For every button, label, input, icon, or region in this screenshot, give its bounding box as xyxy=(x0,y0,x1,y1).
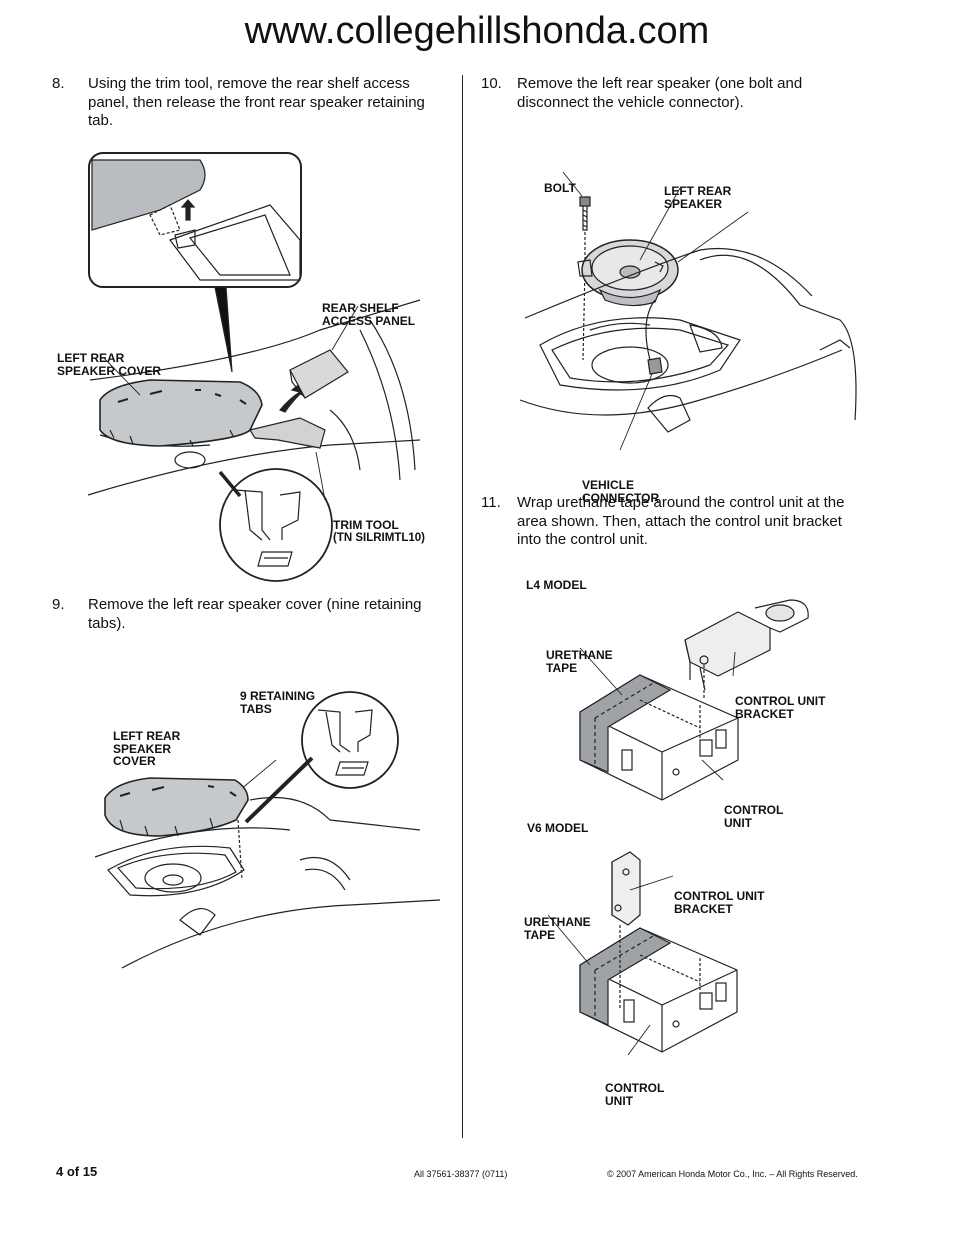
step-text-line: into the control unit. xyxy=(517,531,648,548)
step-number: 11. xyxy=(481,494,501,511)
step-text-line: tabs). xyxy=(88,614,126,632)
page-header-url: www.collegehillshonda.com xyxy=(244,10,710,52)
step-text-line: area shown. Then, attach the control uni… xyxy=(517,512,842,530)
step-text-line: panel, then release the front rear speak… xyxy=(88,93,425,111)
column-divider xyxy=(462,75,463,1138)
step-text-line: tab. xyxy=(88,112,114,129)
step-10: 10. Remove the left rear speaker (one bo… xyxy=(481,75,901,115)
step-number: 8. xyxy=(52,75,65,92)
step-text-line: disconnect the vehicle connector). xyxy=(517,93,744,111)
label-v6-model: V6 MODEL xyxy=(527,821,589,835)
step-text-line: Using the trim tool, remove the rear she… xyxy=(88,75,410,92)
step-text-line: Remove the left rear speaker (one bolt a… xyxy=(517,75,803,92)
step-9: 9. Remove the left rear speaker cover (n… xyxy=(52,596,452,636)
step-text-line: Remove the left rear speaker cover (nine… xyxy=(88,596,422,613)
label-l4-model: L4 MODEL xyxy=(526,578,587,592)
copyright-notice: © 2007 American Honda Motor Co., Inc. – … xyxy=(607,1169,858,1179)
step-11: 11. Wrap urethane tape around the contro… xyxy=(481,494,901,554)
step-number: 9. xyxy=(52,596,65,613)
label-trim-tool: TRIM TOOL(TN SILRIMTL10) xyxy=(333,518,425,544)
step-8: 8. Using the trim tool, remove the rear … xyxy=(52,75,452,135)
label-bolt: BOLT xyxy=(544,181,576,195)
step-text-line: Wrap urethane tape around the control un… xyxy=(517,494,845,511)
step-number: 10. xyxy=(481,75,502,92)
document-id: All 37561-38377 (0711) xyxy=(414,1169,508,1179)
page-number: 4 of 15 xyxy=(56,1164,98,1179)
